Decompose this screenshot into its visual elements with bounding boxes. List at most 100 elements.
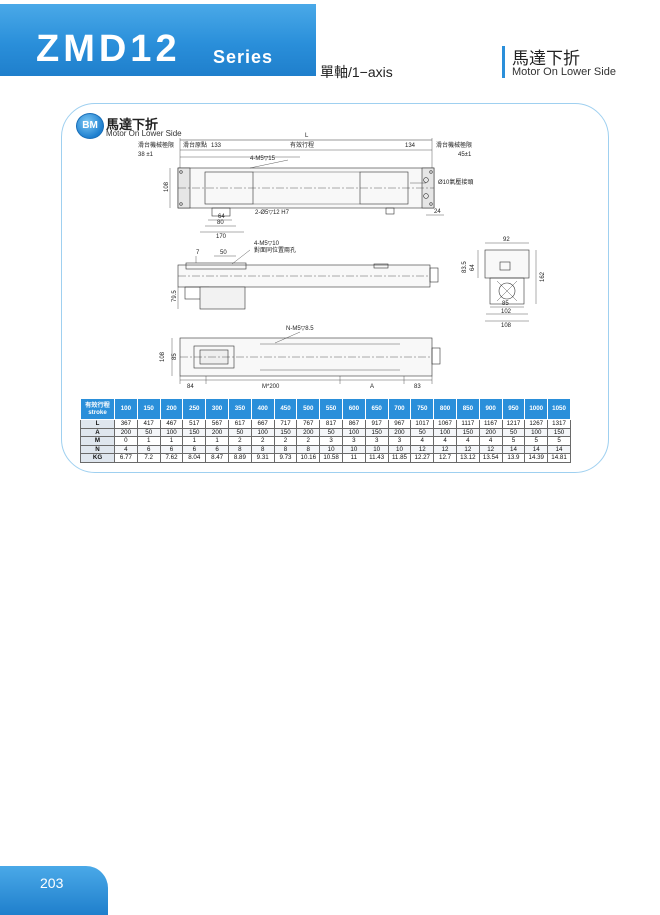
- dim-108-end: 108: [501, 323, 512, 329]
- table-cell: 9.73: [273, 453, 298, 463]
- table-cell: 2: [296, 436, 321, 446]
- dim-80: 80: [217, 220, 224, 226]
- table-cell: 8.47: [205, 453, 229, 463]
- stroke-cell: 750: [410, 398, 435, 420]
- header-side-subtitle: Motor On Lower Side: [512, 66, 616, 78]
- stroke-cell: 950: [501, 398, 526, 420]
- dim-83: 83: [414, 384, 421, 390]
- dim-L: L: [305, 133, 309, 139]
- right-limit-value: 45±1: [458, 152, 472, 158]
- table-cell: 10.16: [296, 453, 321, 463]
- table-cell: 10: [319, 444, 343, 454]
- table-cell: 12: [433, 444, 457, 454]
- table-cell: 50: [501, 427, 526, 437]
- table-cell: 1067: [433, 419, 457, 429]
- table-cell: 150: [455, 427, 480, 437]
- table-cell: 150: [547, 427, 571, 437]
- table-cell: 12: [478, 444, 503, 454]
- table-cell: 4: [410, 436, 435, 446]
- stroke-cell: 150: [136, 398, 161, 420]
- series-banner: ZMD12 Series: [0, 4, 316, 76]
- table-cell: 667: [250, 419, 275, 429]
- stroke-cell: 800: [433, 398, 457, 420]
- row-label: M: [80, 436, 115, 446]
- table-cell: 9.31: [250, 453, 275, 463]
- dim-162: 162: [540, 271, 546, 282]
- row-label: KG: [80, 453, 115, 463]
- table-cell: 4: [114, 444, 138, 454]
- table-cell: 12: [455, 444, 480, 454]
- dim-79-5: 79.5: [172, 290, 178, 302]
- table-cell: 8.04: [182, 453, 207, 463]
- top-view: [169, 138, 444, 233]
- table-cell: 0: [114, 436, 138, 446]
- row-label: L: [80, 419, 115, 429]
- table-cell: 1: [182, 436, 207, 446]
- top-holes-callout: 4-M5▽15: [250, 156, 276, 162]
- axis-label: 單軸/1−axis: [320, 64, 393, 80]
- table-cell: 8: [227, 444, 252, 454]
- table-cell: 717: [273, 419, 298, 429]
- right-limit-label: 滑台機械極限: [436, 141, 472, 149]
- row-label: A: [80, 427, 115, 437]
- dim-24: 24: [434, 209, 441, 215]
- row-label: N: [80, 444, 115, 454]
- table-cell: 2: [273, 436, 298, 446]
- table-cell: 8.89: [227, 453, 252, 463]
- table-cell: 8: [250, 444, 275, 454]
- table-cell: 14: [501, 444, 526, 454]
- stroke-cell: 900: [478, 398, 503, 420]
- stroke-cell: 850: [455, 398, 480, 420]
- dim-50: 50: [220, 250, 227, 256]
- table-cell: 12.27: [410, 453, 435, 463]
- origin-value: 133: [211, 143, 222, 149]
- table-cell: 517: [182, 419, 207, 429]
- table-cell: 1167: [478, 419, 503, 429]
- table-cell: 5: [547, 436, 571, 446]
- page-number: 203: [40, 875, 64, 891]
- table-cell: 50: [227, 427, 252, 437]
- header-side-title: 馬達下折: [512, 49, 580, 68]
- dim-pitch: M*200: [262, 384, 280, 390]
- dim-92: 92: [503, 237, 510, 243]
- stroke-cell: 550: [319, 398, 343, 420]
- table-cell: 10: [341, 444, 366, 454]
- dim-64-top: 64: [218, 214, 225, 220]
- stroke-cell: 450: [273, 398, 298, 420]
- table-cell: 1: [205, 436, 229, 446]
- table-cell: 4: [455, 436, 480, 446]
- side-holes-callout: 4-M5▽10: [254, 241, 280, 247]
- table-cell: 200: [478, 427, 503, 437]
- table-cell: 100: [159, 427, 184, 437]
- table-cell: 5: [501, 436, 526, 446]
- stroke-cell: 200: [159, 398, 184, 420]
- stroke-cell: 1000: [524, 398, 549, 420]
- table-cell: 150: [182, 427, 207, 437]
- table-cell: 1117: [455, 419, 480, 429]
- table-cell: 12: [410, 444, 435, 454]
- table-cell: 100: [341, 427, 366, 437]
- table-cell: 417: [136, 419, 161, 429]
- stroke-cell: 650: [364, 398, 389, 420]
- table-cell: 7.2: [136, 453, 161, 463]
- table-cell: 367: [114, 419, 138, 429]
- table-cell: 13.54: [478, 453, 503, 463]
- dim-83-5: 83.5: [462, 261, 468, 273]
- dim-108-top: 108: [164, 181, 170, 192]
- table-cell: 14.81: [547, 453, 571, 463]
- table-cell: 8: [273, 444, 298, 454]
- bottom-holes-callout: N-M5▽8.5: [286, 326, 314, 332]
- side-view: [177, 249, 439, 310]
- table-cell: 200: [387, 427, 412, 437]
- table-cell: 6: [182, 444, 207, 454]
- table-cell: 867: [341, 419, 366, 429]
- table-cell: 10: [387, 444, 412, 454]
- dim-64-end: 64: [470, 264, 476, 271]
- series-label: Series: [213, 47, 274, 67]
- table-cell: 917: [364, 419, 389, 429]
